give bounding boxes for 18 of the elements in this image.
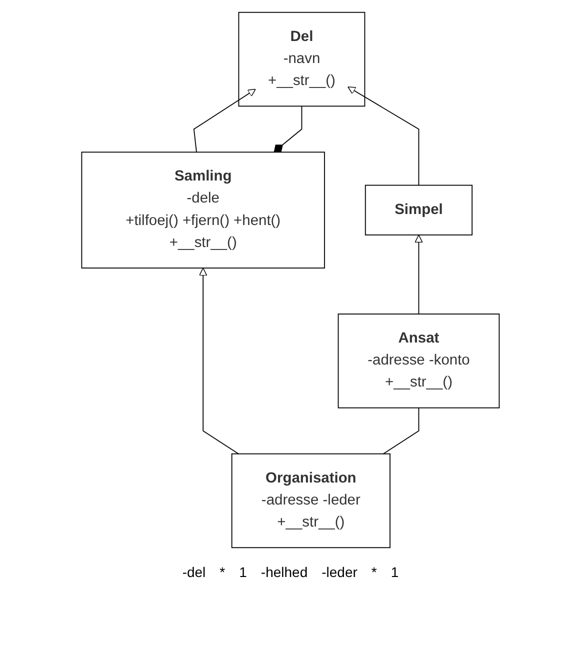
node-box: Organisation -adresse -leder +__str__()	[231, 453, 390, 548]
multiplicity-label: 1	[390, 564, 399, 580]
connector	[273, 106, 302, 153]
arrow	[348, 86, 420, 186]
multiplicity-label: -helhed	[260, 564, 308, 580]
node-box: Simpel	[364, 184, 473, 236]
multiplicity-label: *	[220, 564, 226, 580]
node-box: Ansat -adresse -konto +__str__()	[338, 314, 500, 408]
arrow	[193, 88, 256, 153]
connector	[382, 407, 420, 454]
multiplicity-label: 1	[239, 564, 247, 580]
arrow	[199, 268, 240, 454]
node-box: Del -navn +__str__()	[238, 12, 366, 107]
multiplicity-label: *	[371, 564, 377, 580]
node-box: Samling -dele +tilfoej() +fjern() +hent() +__str__()	[81, 152, 325, 268]
multiplicity-label: -leder	[322, 564, 358, 580]
arrow	[414, 234, 423, 314]
multiplicity-label: -del	[182, 564, 206, 580]
